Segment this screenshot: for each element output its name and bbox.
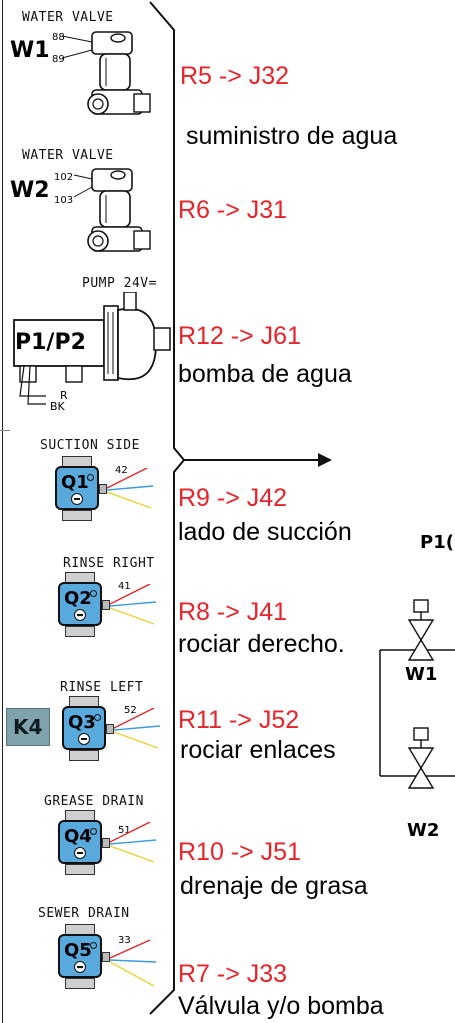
q5-wires <box>110 939 157 987</box>
q2-pin: 41 <box>118 581 131 592</box>
q5-name: Q5 <box>64 940 92 961</box>
water-valve-w1-icon <box>62 31 151 115</box>
q1-desc: lado de succión <box>178 518 352 546</box>
schematic-diagram <box>379 599 455 789</box>
q3-relay: R11 -> J52 <box>178 706 300 734</box>
w2-pin-bottom: 103 <box>54 195 74 206</box>
w2-relay: R6 -> J31 <box>178 196 288 224</box>
pump-wire-bk: BK <box>50 400 65 413</box>
w1-relay: R5 -> J32 <box>180 62 290 90</box>
q3-desc: rociar enlaces <box>180 736 336 764</box>
q3-pin: 52 <box>124 705 137 716</box>
schematic-w1-label: W1 <box>405 664 438 685</box>
q3-wires <box>114 708 161 749</box>
q5-type-label: SEWER DRAIN <box>38 906 130 921</box>
q5-valve: Q5 33 <box>58 924 178 1004</box>
q4-type-label: GREASE DRAIN <box>44 794 144 809</box>
w1-pin-top: 88 <box>52 32 65 43</box>
pump-name: P1/P2 <box>15 330 86 355</box>
q5-pin: 33 <box>118 935 131 946</box>
q2-wires <box>110 584 157 625</box>
q1-type-label: SUCTION SIDE <box>40 438 140 453</box>
q2-relay: R8 -> J41 <box>178 598 288 626</box>
q1-pin: 42 <box>115 465 128 476</box>
pump-desc: bomba de agua <box>178 360 352 388</box>
k4-label: K4 <box>13 715 43 739</box>
schematic-w2-label: W2 <box>407 820 440 841</box>
pump-type-label: PUMP 24V= <box>82 276 157 291</box>
w1-pin-bottom: 89 <box>52 54 65 65</box>
q2-type-label: RINSE RIGHT <box>63 556 155 571</box>
water-valve-w2-icon <box>73 168 151 252</box>
q1-valve: Q1 42 <box>55 456 175 536</box>
q4-desc: drenaje de grasa <box>180 872 368 900</box>
q4-relay: R10 -> J51 <box>178 838 301 866</box>
q4-valve: Q4 51 <box>58 810 178 890</box>
q3-type-label: RINSE LEFT <box>60 680 144 695</box>
pump-icon <box>13 292 171 405</box>
q3-name: Q3 <box>68 712 96 733</box>
q4-wires <box>110 822 157 863</box>
w2-type-label: WATER VALVE <box>22 148 114 163</box>
w2-name: W2 <box>10 178 50 203</box>
q2-valve: Q2 41 <box>58 572 178 652</box>
q2-name: Q2 <box>64 588 92 609</box>
q1-wires <box>107 468 154 509</box>
schematic-p1-label: P1( <box>420 532 454 553</box>
q5-desc: Válvula y/o bomba <box>178 992 384 1020</box>
group-brace <box>149 1 332 1015</box>
q3-valve: Q3 52 <box>62 696 182 776</box>
water-supply-desc: suministro de agua <box>186 122 398 150</box>
pump-relay: R12 -> J61 <box>178 322 301 350</box>
q4-name: Q4 <box>64 826 92 847</box>
w1-type-label: WATER VALVE <box>22 10 114 25</box>
q5-relay: R7 -> J33 <box>178 960 288 988</box>
q1-name: Q1 <box>61 472 89 493</box>
pump-wire-r: R <box>60 389 68 402</box>
left-border <box>2 0 3 1023</box>
section-divider <box>0 430 10 431</box>
q4-pin: 51 <box>118 825 131 836</box>
k4-tag: K4 <box>6 708 50 746</box>
q2-desc: rociar derecho. <box>178 630 345 658</box>
w2-pin-top: 102 <box>54 172 74 183</box>
q1-relay: R9 -> J42 <box>178 484 288 512</box>
w1-name: W1 <box>10 38 50 63</box>
